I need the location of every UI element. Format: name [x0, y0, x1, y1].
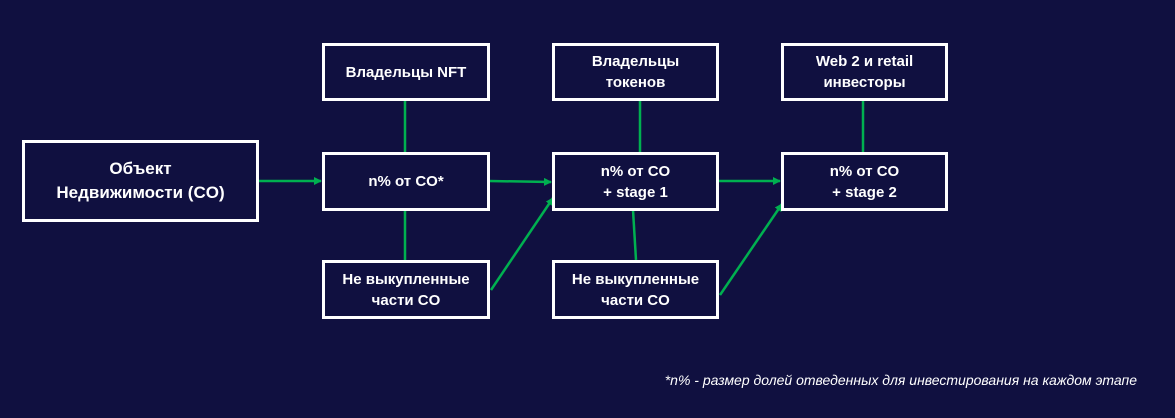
node-stage2-share: n% от CO + stage 2: [781, 152, 948, 211]
node-text: Владельцы NFT: [345, 63, 467, 81]
arrow-unsold2-to-stage2: [718, 203, 784, 296]
node-text: инвесторы: [823, 74, 906, 91]
node-text: + stage 2: [832, 183, 897, 201]
node-text: n% от CO: [600, 162, 671, 180]
node-text: части CO: [371, 291, 441, 309]
node-unsold-1: Не выкупленные части CO: [322, 260, 490, 319]
footnote: *n% - размер долей отведенных для инвест…: [664, 372, 1137, 388]
node-text: токенов: [605, 74, 666, 91]
arrow-unsold1-to-stage1: [489, 197, 555, 291]
node-text: Владельцы: [591, 53, 680, 70]
node-stage1-share: n% от CO + stage 1: [552, 152, 719, 211]
node-text: Объект: [109, 159, 172, 178]
line-stage1-unsold2: [631, 209, 638, 261]
node-web2-investors: Web 2 и retail инвесторы: [781, 43, 948, 101]
node-text: Не выкупленные: [571, 270, 700, 288]
node-text: n% от CO: [829, 162, 900, 180]
arrow-stage0-to-stage1: [488, 177, 552, 186]
node-text: + stage 1: [603, 183, 668, 201]
node-unsold-2: Не выкупленные части CO: [552, 260, 719, 319]
node-nft-owners: Владельцы NFT: [322, 43, 490, 101]
node-stage0-share: n% от CO*: [322, 152, 490, 211]
node-token-owners: Владельцы токенов: [552, 43, 719, 101]
node-text: n% от CO*: [368, 173, 444, 190]
node-text: Недвижимости (CO): [56, 183, 225, 202]
node-text: части CO: [601, 291, 670, 309]
node-text: Не выкупленные: [342, 270, 470, 288]
node-text: Web 2 и retail: [815, 53, 914, 70]
